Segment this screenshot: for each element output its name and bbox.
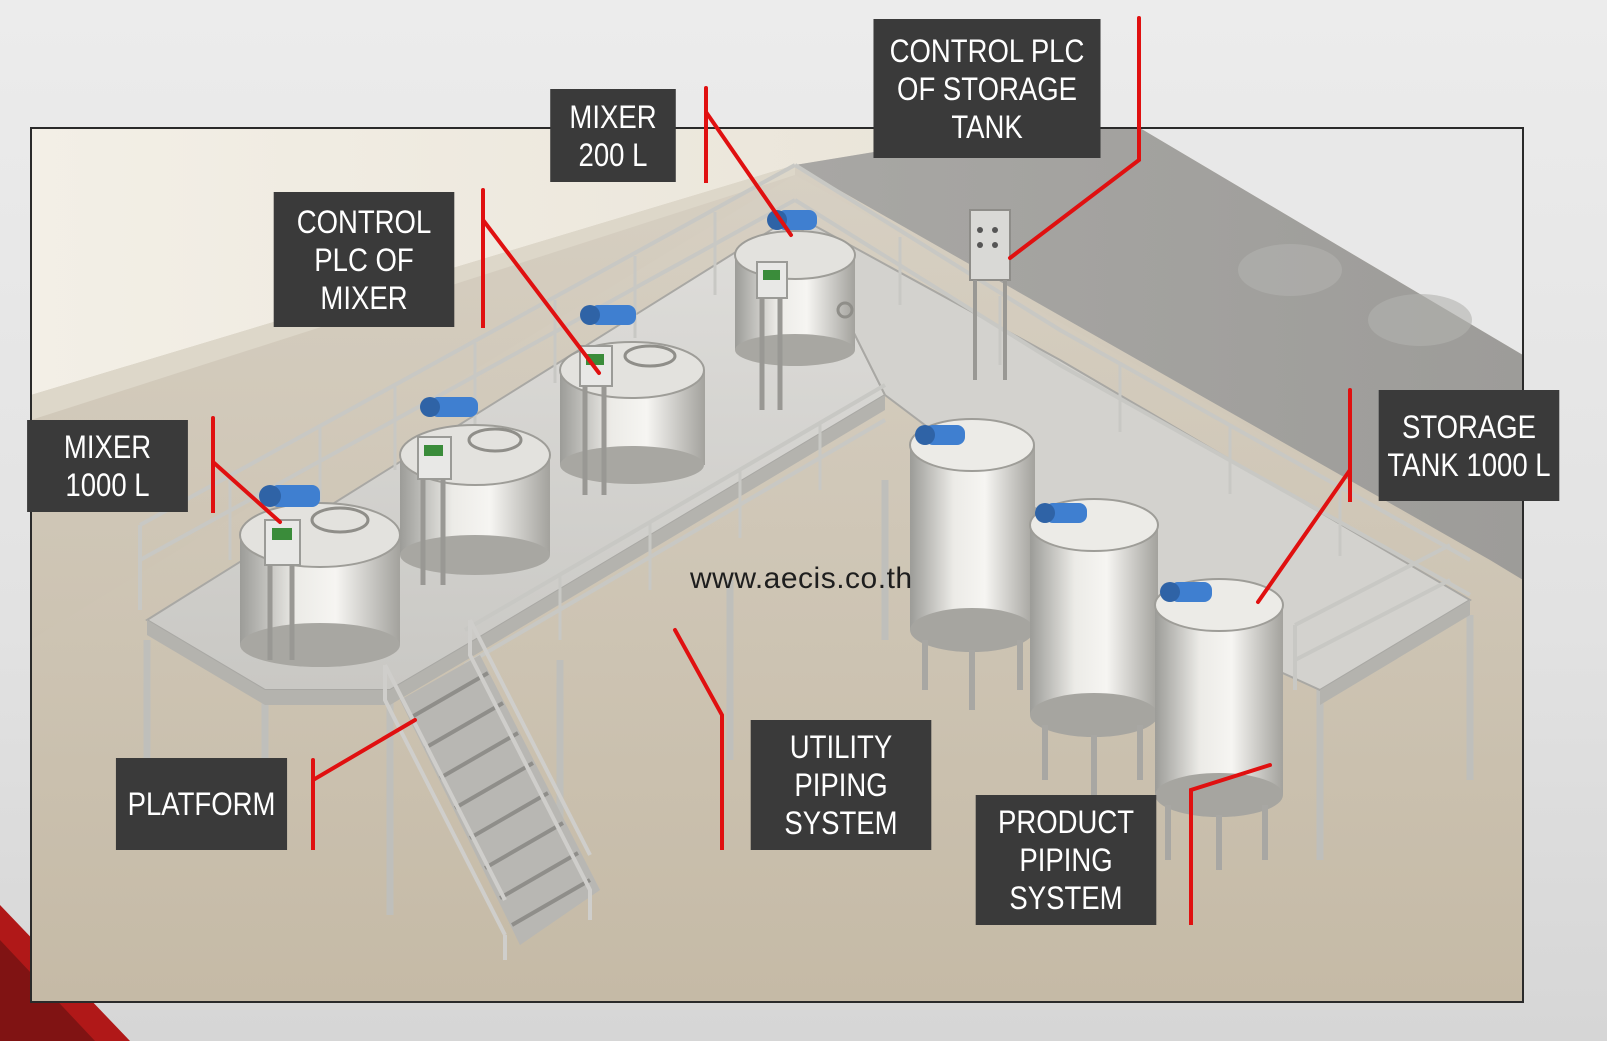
label-line: PLATFORM	[127, 786, 276, 822]
label-control-plc-of-storage-tank: CONTROL PLC OF STORAGE TANK	[873, 19, 1101, 158]
label-line: STORAGE	[1401, 408, 1537, 445]
railing	[138, 163, 1471, 690]
stairs-icon	[383, 619, 600, 960]
label-storage-tank-1000l: STORAGE TANK 1000 L	[1378, 390, 1560, 501]
label-line: OF STORAGE	[897, 70, 1077, 107]
mixer-icon	[399, 397, 551, 585]
label-line: PRODUCT	[997, 804, 1135, 840]
leader-plc-mixer	[481, 188, 601, 375]
label-line: CONTROL PLC	[889, 32, 1085, 69]
leader-product	[1189, 763, 1272, 925]
label-line: TANK	[951, 108, 1023, 145]
leader-lines	[211, 16, 1352, 925]
label-mixer-1000l: MIXER 1000 L	[27, 420, 188, 512]
label-line: SYSTEM	[1009, 880, 1123, 916]
label-line: MIXER	[569, 98, 657, 135]
label-line: CONTROL	[296, 203, 432, 240]
leader-mixer-1000	[211, 416, 282, 524]
mixer-1000l-icon	[239, 485, 401, 667]
label-platform: PLATFORM	[115, 758, 288, 850]
label-line: PLC OF	[314, 241, 414, 278]
label-product-piping-system: PRODUCT PIPING SYSTEM	[975, 795, 1157, 925]
label-line: PIPING	[794, 767, 888, 803]
storage-tank-icon	[909, 418, 1035, 710]
leader-storage-tank	[1256, 388, 1352, 604]
label-line: SYSTEM	[784, 805, 898, 841]
website-watermark: www.aecis.co.th	[690, 562, 913, 595]
label-line: MIXER	[63, 429, 152, 465]
label-utility-piping-system: UTILITY PIPING SYSTEM	[750, 720, 932, 850]
label-line: 200 L	[578, 136, 648, 173]
leader-plc-storage	[1008, 16, 1141, 260]
label-line: 1000 L	[65, 467, 150, 503]
plc-control-box-icon	[969, 209, 1011, 380]
label-mixer-200l: MIXER 200 L	[550, 89, 676, 182]
storage-tank-icon	[1029, 498, 1159, 795]
leader-mixer-200	[704, 86, 793, 237]
label-control-plc-of-mixer: CONTROL PLC OF MIXER	[273, 192, 455, 327]
leader-utility	[673, 628, 724, 850]
label-line: PIPING	[1019, 842, 1113, 878]
storage-tank-1000l-icon	[1154, 578, 1284, 870]
label-line: UTILITY	[789, 729, 893, 765]
label-line: MIXER	[320, 279, 408, 316]
leader-platform	[311, 718, 417, 850]
label-line: TANK 1000 L	[1387, 446, 1551, 483]
